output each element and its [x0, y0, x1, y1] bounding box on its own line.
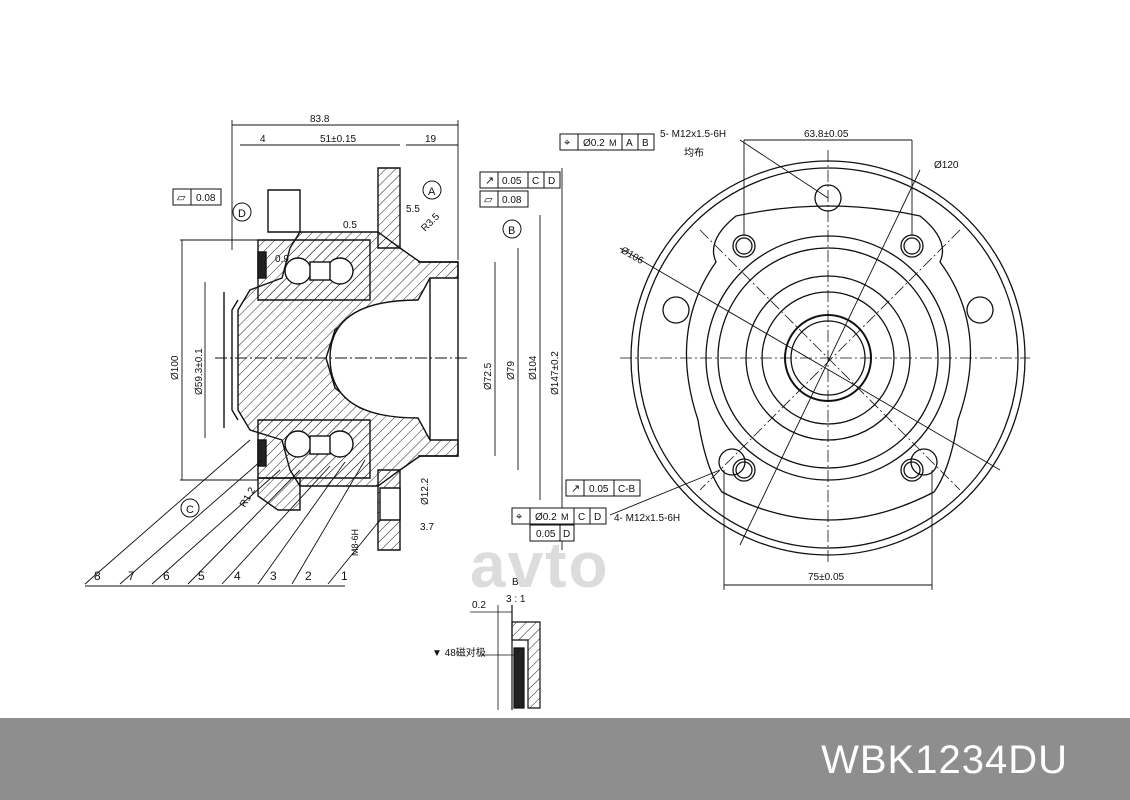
dim-51: 51±0.15: [320, 134, 357, 145]
runout-frame-a: [479, 171, 561, 208]
dim-d59-3: Ø59.3±0.1: [194, 348, 205, 395]
part-number: WBK1234DU: [821, 738, 1068, 782]
front-view-dimension-lines: [609, 139, 1001, 590]
thread-bottom-label: 4- M12x1.5-6H: [614, 513, 680, 524]
dim-d100: Ø100: [170, 355, 181, 380]
callout-1: 1: [341, 569, 348, 583]
flatness-value-left: 0.08: [196, 193, 216, 204]
callout-numbers: 8 7 6 5 4 3 2 1: [94, 569, 348, 583]
callout-2: 2: [305, 569, 312, 583]
flat-value-a: 0.08: [502, 195, 522, 206]
position-frame-top: [559, 133, 655, 151]
runout-symbol-a: ↗: [485, 175, 494, 187]
dim-0-5: 0.5: [343, 220, 357, 231]
callout-7: 7: [128, 569, 135, 583]
position-frame-bottom: [511, 507, 607, 542]
runout-datum-c: C: [532, 176, 539, 187]
position-symbol-bottom: ⌖: [516, 511, 522, 523]
dim-pcd-bottom: 75±0.05: [808, 572, 845, 583]
runout-datum-cb: C-B: [618, 484, 636, 495]
mmc-symbol-bottom: M: [561, 512, 569, 522]
callout-4: 4: [234, 569, 241, 583]
dim-r1-2: R1.2: [238, 485, 258, 509]
dim-d79: Ø79: [506, 361, 517, 380]
datum-c: C: [186, 504, 194, 516]
dim-d12-2: Ø12.2: [420, 477, 431, 505]
runout-symbol-b: ↗: [571, 483, 580, 495]
runout-value-a: 0.05: [502, 176, 522, 187]
detail-scale: 3 : 1: [506, 594, 526, 605]
thread-top-label: 5- M12x1.5-6H: [660, 129, 726, 140]
dimension-lines: [84, 120, 563, 587]
dim-3-7: 3.7: [420, 522, 434, 533]
position-value-bottom2: 0.05: [536, 529, 556, 540]
datum-markers: [180, 180, 522, 518]
position-value-top: Ø0.2: [583, 138, 605, 149]
dim-5-5: 5.5: [406, 204, 420, 215]
detail-label: B: [512, 577, 519, 588]
flat-symbol-a: ▱: [484, 194, 493, 206]
dim-d104: Ø104: [528, 355, 539, 380]
section-view: [223, 167, 459, 551]
dim-19: 19: [425, 134, 437, 145]
footer-bar: [0, 718, 1130, 800]
dim-d72-5: Ø72.5: [483, 362, 494, 390]
runout-datum-d: D: [548, 176, 555, 187]
dim-d106: Ø106: [619, 245, 646, 267]
position-value-bottom: Ø0.2: [535, 512, 557, 523]
dim-overall-width: 83.8: [310, 114, 330, 125]
dim-0-9: 0.9: [275, 254, 289, 265]
datum-b: B: [508, 225, 515, 237]
position-datum-d2: D: [563, 529, 570, 540]
detail-dim: 0.2: [472, 600, 486, 611]
position-datum-d: D: [594, 512, 601, 523]
position-datum-c: C: [578, 512, 585, 523]
dim-pcd-right: 63.8±0.05: [804, 129, 849, 140]
dim-m8: M8-6H: [350, 529, 360, 556]
flatness-symbol: ▱: [177, 192, 186, 204]
runout-value-b: 0.05: [589, 484, 609, 495]
datum-d: D: [238, 208, 246, 220]
dim-d147: Ø147±0.2: [550, 351, 561, 395]
callout-6: 6: [163, 569, 170, 583]
position-datum-b: B: [642, 138, 649, 149]
detail-note: ▼ 48磁对极: [432, 646, 486, 659]
front-view-centerlines: [620, 150, 1030, 565]
mmc-symbol-top: M: [609, 138, 617, 148]
callout-5: 5: [198, 569, 205, 583]
callout-8: 8: [94, 569, 101, 583]
watermark-text: avto: [470, 529, 610, 601]
flatness-frame-left: [172, 188, 222, 206]
position-symbol-top: ⌖: [564, 137, 570, 149]
flange-outline: [685, 205, 972, 521]
detail-view: [470, 605, 541, 710]
runout-frame-b: [565, 479, 641, 497]
dim-r3-5: R3.5: [419, 211, 442, 234]
dim-d120: Ø120: [934, 160, 959, 171]
thread-top-note: 均布: [684, 147, 704, 159]
datum-a: A: [428, 186, 436, 198]
callout-3: 3: [270, 569, 277, 583]
position-datum-a: A: [626, 138, 633, 149]
dim-4: 4: [260, 134, 266, 145]
